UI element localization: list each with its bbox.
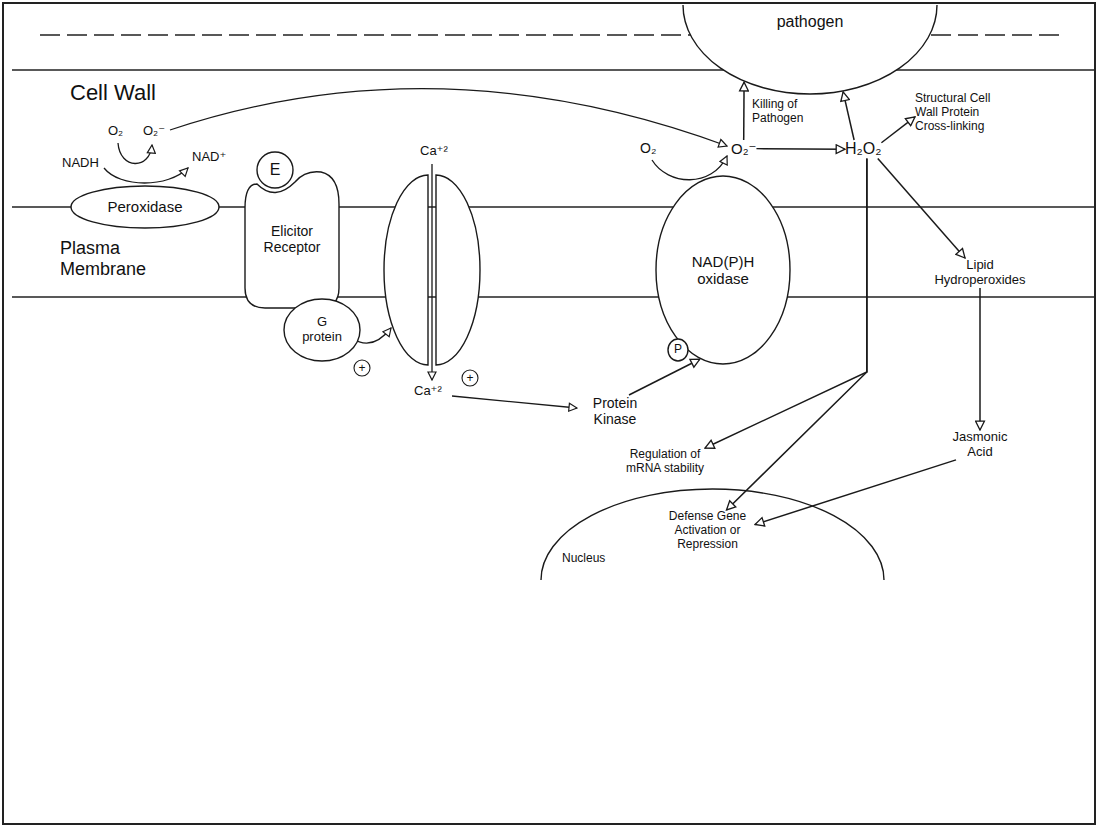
membrane-line [12, 296, 1094, 297]
flow-arrow [843, 92, 854, 140]
node-text: H₂O₂ [845, 140, 881, 158]
nucleus-outline: Nucleus Defense Gene Activation or Repres… [540, 488, 885, 580]
node-text: Jasmonic Acid [940, 430, 1020, 460]
shape-outline [656, 176, 790, 364]
node-text: Regulation of mRNA stability [615, 448, 715, 476]
shape-outline [257, 152, 293, 188]
plus-sign: + [354, 360, 370, 376]
node-text: G protein [296, 315, 348, 345]
channel-half [436, 175, 480, 365]
g-protein-circle: G protein [283, 298, 361, 362]
process-label: Defense Gene Activation or Repression [660, 510, 755, 551]
receptor-shape: Elicitor Receptor [243, 168, 341, 310]
cell-wall-line [12, 69, 1094, 70]
flow-arrow [881, 117, 915, 143]
shape-outline [668, 339, 688, 361]
shape-outline [71, 186, 219, 228]
reaction-arc [104, 168, 188, 183]
node-text: Defense Gene Activation or Repression [660, 510, 755, 551]
ion-label: Ca⁺² [414, 384, 442, 399]
ion-label: Ca⁺² [420, 144, 448, 159]
flow-arrow [878, 158, 965, 258]
shape-outline [541, 489, 884, 580]
plus-sign: + [462, 370, 478, 386]
plus-circle [354, 360, 370, 376]
molecule-label: O₂ [640, 140, 656, 156]
node-text: Nucleus [562, 552, 605, 566]
process-label: Regulation of mRNA stability [615, 448, 715, 476]
process-label: Structural Cell Wall Protein Cross-linki… [915, 92, 993, 133]
region-label: Cell Wall [70, 80, 156, 105]
molecule-label: O₂ [108, 124, 123, 139]
node-text: Peroxidase [107, 198, 182, 215]
molecule-label: NAD⁺ [192, 150, 226, 165]
elicitor-circle: E [256, 151, 294, 189]
node-text: E [270, 161, 281, 179]
phosphate-circle: P [667, 338, 689, 362]
pathogen-outline: pathogen [682, 5, 938, 95]
reaction-arc [118, 143, 152, 164]
molecule-label: O₂⁻ [731, 140, 756, 157]
process-label: Lipid Hydroperoxides [930, 258, 1030, 288]
node-text: Lipid Hydroperoxides [930, 258, 1030, 288]
node-text: P [674, 343, 682, 357]
process-label: Jasmonic Acid [940, 430, 1020, 460]
flow-arrow [756, 148, 845, 150]
enzyme-ellipse: Peroxidase [70, 185, 220, 229]
molecule-label: H₂O₂ [845, 140, 881, 158]
molecule-label: NADH [62, 156, 99, 171]
shape-outline [683, 5, 937, 94]
ion-flow-arrow [431, 164, 432, 380]
flow-arrow [629, 359, 700, 395]
plus-circle [462, 370, 478, 386]
activation-arrow [452, 396, 577, 408]
flow-arrow [755, 460, 956, 525]
shape-outline [284, 299, 360, 361]
flow-arrow [979, 288, 981, 430]
edge-label: Killing of Pathogen [752, 98, 808, 126]
figure-frame [3, 3, 1095, 824]
transfer-arrow [170, 89, 727, 146]
node-text: Protein Kinase [580, 395, 650, 427]
region-label: Plasma Membrane [60, 238, 160, 279]
shape-fill [683, 5, 937, 94]
node-text: pathogen [777, 13, 844, 31]
oxidase-ellipse: NAD(P)H oxidase [655, 175, 791, 365]
node-text: Structural Cell Wall Protein Cross-linki… [915, 92, 993, 133]
node-text: O₂⁻ [731, 140, 756, 157]
process-label: Protein Kinase [580, 395, 650, 427]
flow-arrow [743, 82, 745, 140]
molecule-label: O₂⁻ [143, 124, 165, 139]
shape-outline [245, 172, 339, 308]
node-text: Elicitor Receptor [256, 223, 328, 255]
node-text: NAD(P)H oxidase [681, 253, 765, 288]
channel-half [384, 175, 428, 365]
